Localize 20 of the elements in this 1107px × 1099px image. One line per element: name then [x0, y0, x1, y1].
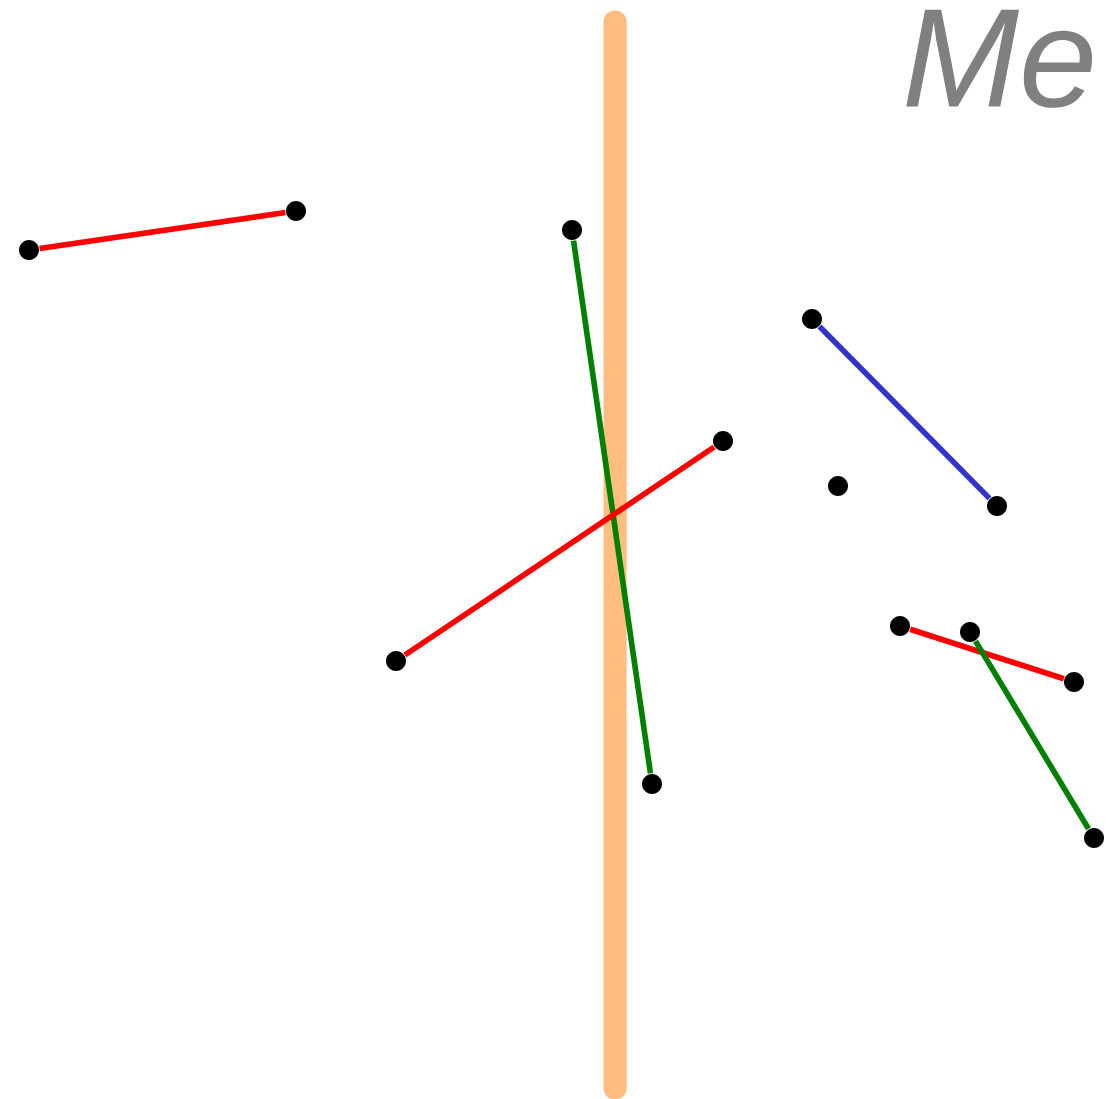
dot	[386, 651, 406, 671]
dot	[987, 496, 1007, 516]
line	[973, 639, 1091, 831]
handwritten-text: Me	[906, 9, 1093, 108]
line	[39, 209, 286, 252]
dot	[890, 616, 910, 636]
dot	[802, 309, 822, 329]
line	[909, 626, 1065, 682]
dot	[713, 431, 733, 451]
line	[403, 444, 716, 658]
dot	[562, 220, 582, 240]
line	[817, 324, 992, 501]
line	[570, 240, 654, 774]
dot	[828, 476, 848, 496]
dot	[1064, 672, 1084, 692]
dot	[19, 240, 39, 260]
dot	[960, 622, 980, 642]
dot	[1084, 828, 1104, 848]
dot	[286, 201, 306, 221]
dot	[642, 774, 662, 794]
